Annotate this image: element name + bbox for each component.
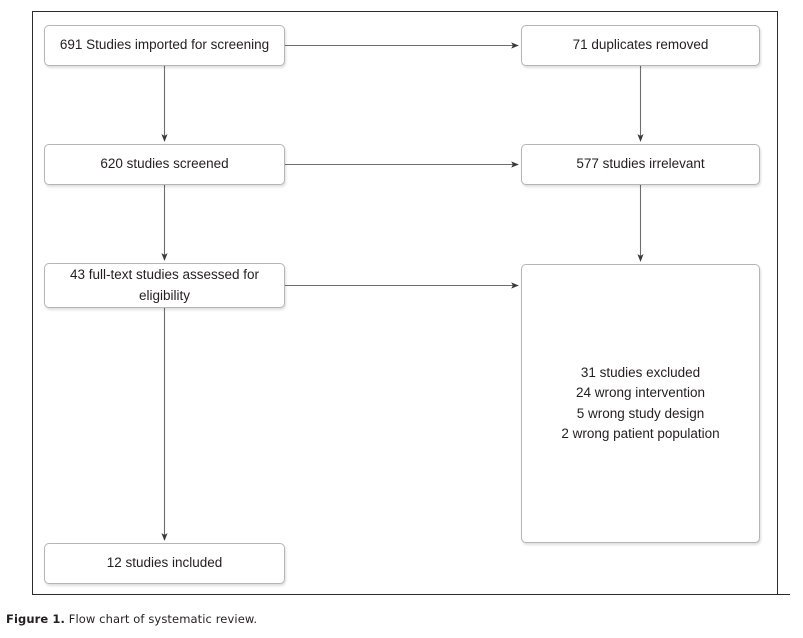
- node-duplicates-removed[interactable]: 71 duplicates removed: [521, 25, 760, 66]
- figure-frame-top-rule: [32, 11, 778, 12]
- node-fulltext-assessed-label: 43 full-text studies assessed for eligib…: [69, 267, 260, 303]
- node-studies-imported-label: 691 Studies imported for screening: [59, 37, 270, 53]
- figure-frame-right-rule: [777, 11, 778, 595]
- node-studies-excluded-label: 31 studies excluded 24 wrong interventio…: [561, 365, 720, 441]
- node-studies-screened[interactable]: 620 studies screened: [44, 144, 285, 185]
- node-studies-irrelevant-label: 577 studies irrelevant: [576, 156, 705, 172]
- node-studies-included-label: 12 studies included: [106, 555, 223, 571]
- node-studies-screened-label: 620 studies screened: [100, 156, 229, 172]
- node-fulltext-assessed[interactable]: 43 full-text studies assessed for eligib…: [44, 263, 285, 308]
- flow-chart-canvas: 691 Studies imported for screening 71 du…: [44, 25, 760, 584]
- figure-frame-left-rule: [32, 11, 33, 595]
- node-studies-imported[interactable]: 691 Studies imported for screening: [44, 25, 285, 66]
- figure-caption-label: Figure 1.: [6, 612, 65, 626]
- node-studies-excluded[interactable]: 31 studies excluded 24 wrong interventio…: [521, 264, 760, 543]
- node-studies-irrelevant[interactable]: 577 studies irrelevant: [521, 144, 760, 185]
- figure-caption: Figure 1. Flow chart of systematic revie…: [6, 612, 766, 626]
- node-duplicates-removed-label: 71 duplicates removed: [572, 37, 709, 53]
- figure-caption-text: Flow chart of systematic review.: [68, 612, 258, 626]
- figure-frame-bottom-rule: [32, 594, 790, 595]
- node-studies-included[interactable]: 12 studies included: [44, 543, 285, 584]
